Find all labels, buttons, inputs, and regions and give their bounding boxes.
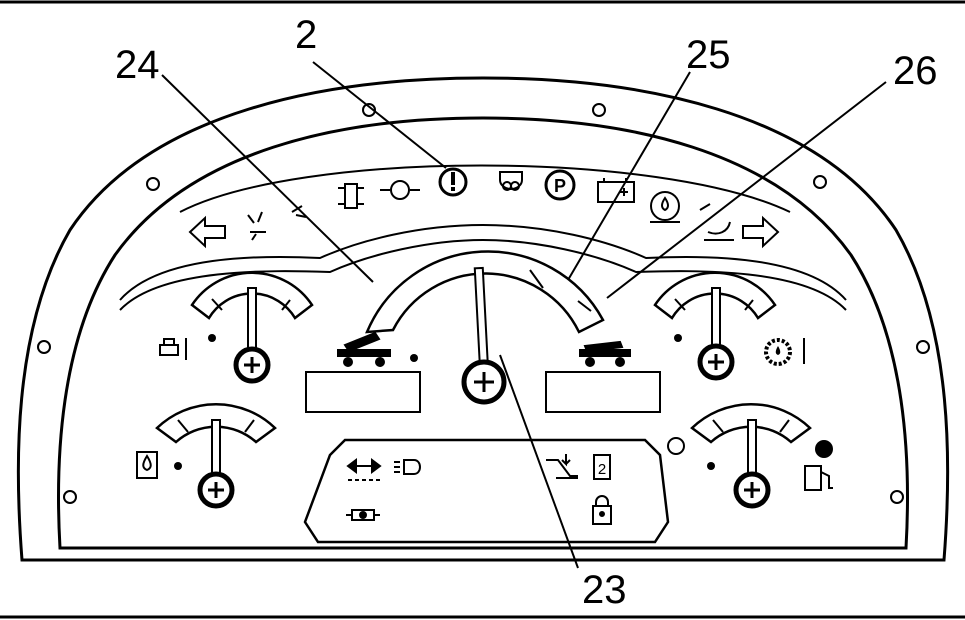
hydraulic-oil-temp-icon: [136, 451, 158, 479]
steer-mode-front-icon: [247, 211, 266, 241]
leader-26: [606, 81, 887, 299]
callout-24: 24: [115, 43, 160, 87]
right-upper-indicator-dot: [674, 334, 682, 342]
callout-26: 26: [893, 49, 938, 93]
inner-bezel: [57, 116, 909, 550]
headlight-icon: [394, 459, 421, 475]
left-lower-indicator-dot: [174, 462, 182, 470]
hourmeter-digit: 2: [598, 461, 606, 478]
machine-boom-raised-icon: [337, 331, 391, 367]
icon-band-lower: [119, 223, 847, 301]
callout-2: 2: [295, 13, 317, 57]
left-machine-indicator-dot: [410, 354, 418, 362]
center-lower-panel: [303, 438, 670, 544]
transmission-oil-temp-icon: [764, 338, 805, 366]
callout-23: 23: [582, 568, 627, 612]
steer-mode-crab-icon: [291, 205, 307, 218]
leader-2: [312, 61, 447, 169]
engine-coolant-temp-icon: [159, 338, 187, 360]
right-lcd-display: [545, 371, 661, 413]
transmission-icon: [380, 180, 420, 200]
center-needle: [473, 266, 490, 370]
open-indicator-light: [667, 437, 685, 455]
filled-indicator-light: [815, 440, 833, 458]
leader-25: [567, 71, 691, 281]
boom-float-icon: [699, 203, 734, 241]
machine-carry-icon: [579, 340, 631, 367]
center-gauge: [365, 250, 605, 405]
outer-bezel: [16, 76, 950, 562]
arrow-right-icon: [742, 215, 780, 249]
parking-brake-icon: P: [544, 169, 576, 201]
lock-icon: [592, 495, 612, 525]
hitch-icon: [546, 454, 578, 479]
left-lcd-display: [305, 371, 421, 413]
fuel-level-icon: [804, 465, 833, 491]
mounting-holes: [37, 103, 930, 504]
steer-mode-four-wheel-icon: [338, 183, 364, 209]
hydraulic-pressure-icon: [650, 191, 680, 223]
boom-icon: [346, 509, 380, 521]
hourmeter-icon: 2: [593, 454, 611, 480]
right-upper-gauge: [653, 271, 777, 381]
callout-25: 25: [686, 33, 731, 77]
turn-direction-icon: [346, 458, 382, 481]
leader-23: [499, 354, 579, 569]
left-upper-gauge: [190, 271, 314, 384]
warning-exclamation-icon: [438, 167, 468, 197]
icon-band-upper: [179, 164, 791, 213]
leader-24: [161, 74, 374, 283]
glow-plug-icon: [499, 171, 523, 191]
right-lower-gauge: [690, 403, 812, 509]
left-lower-gauge: [155, 403, 277, 509]
svg-text:P: P: [554, 176, 566, 196]
arrow-left-icon: [188, 215, 226, 249]
left-upper-indicator-dot: [208, 334, 216, 342]
right-lower-indicator-dot: [707, 462, 715, 470]
